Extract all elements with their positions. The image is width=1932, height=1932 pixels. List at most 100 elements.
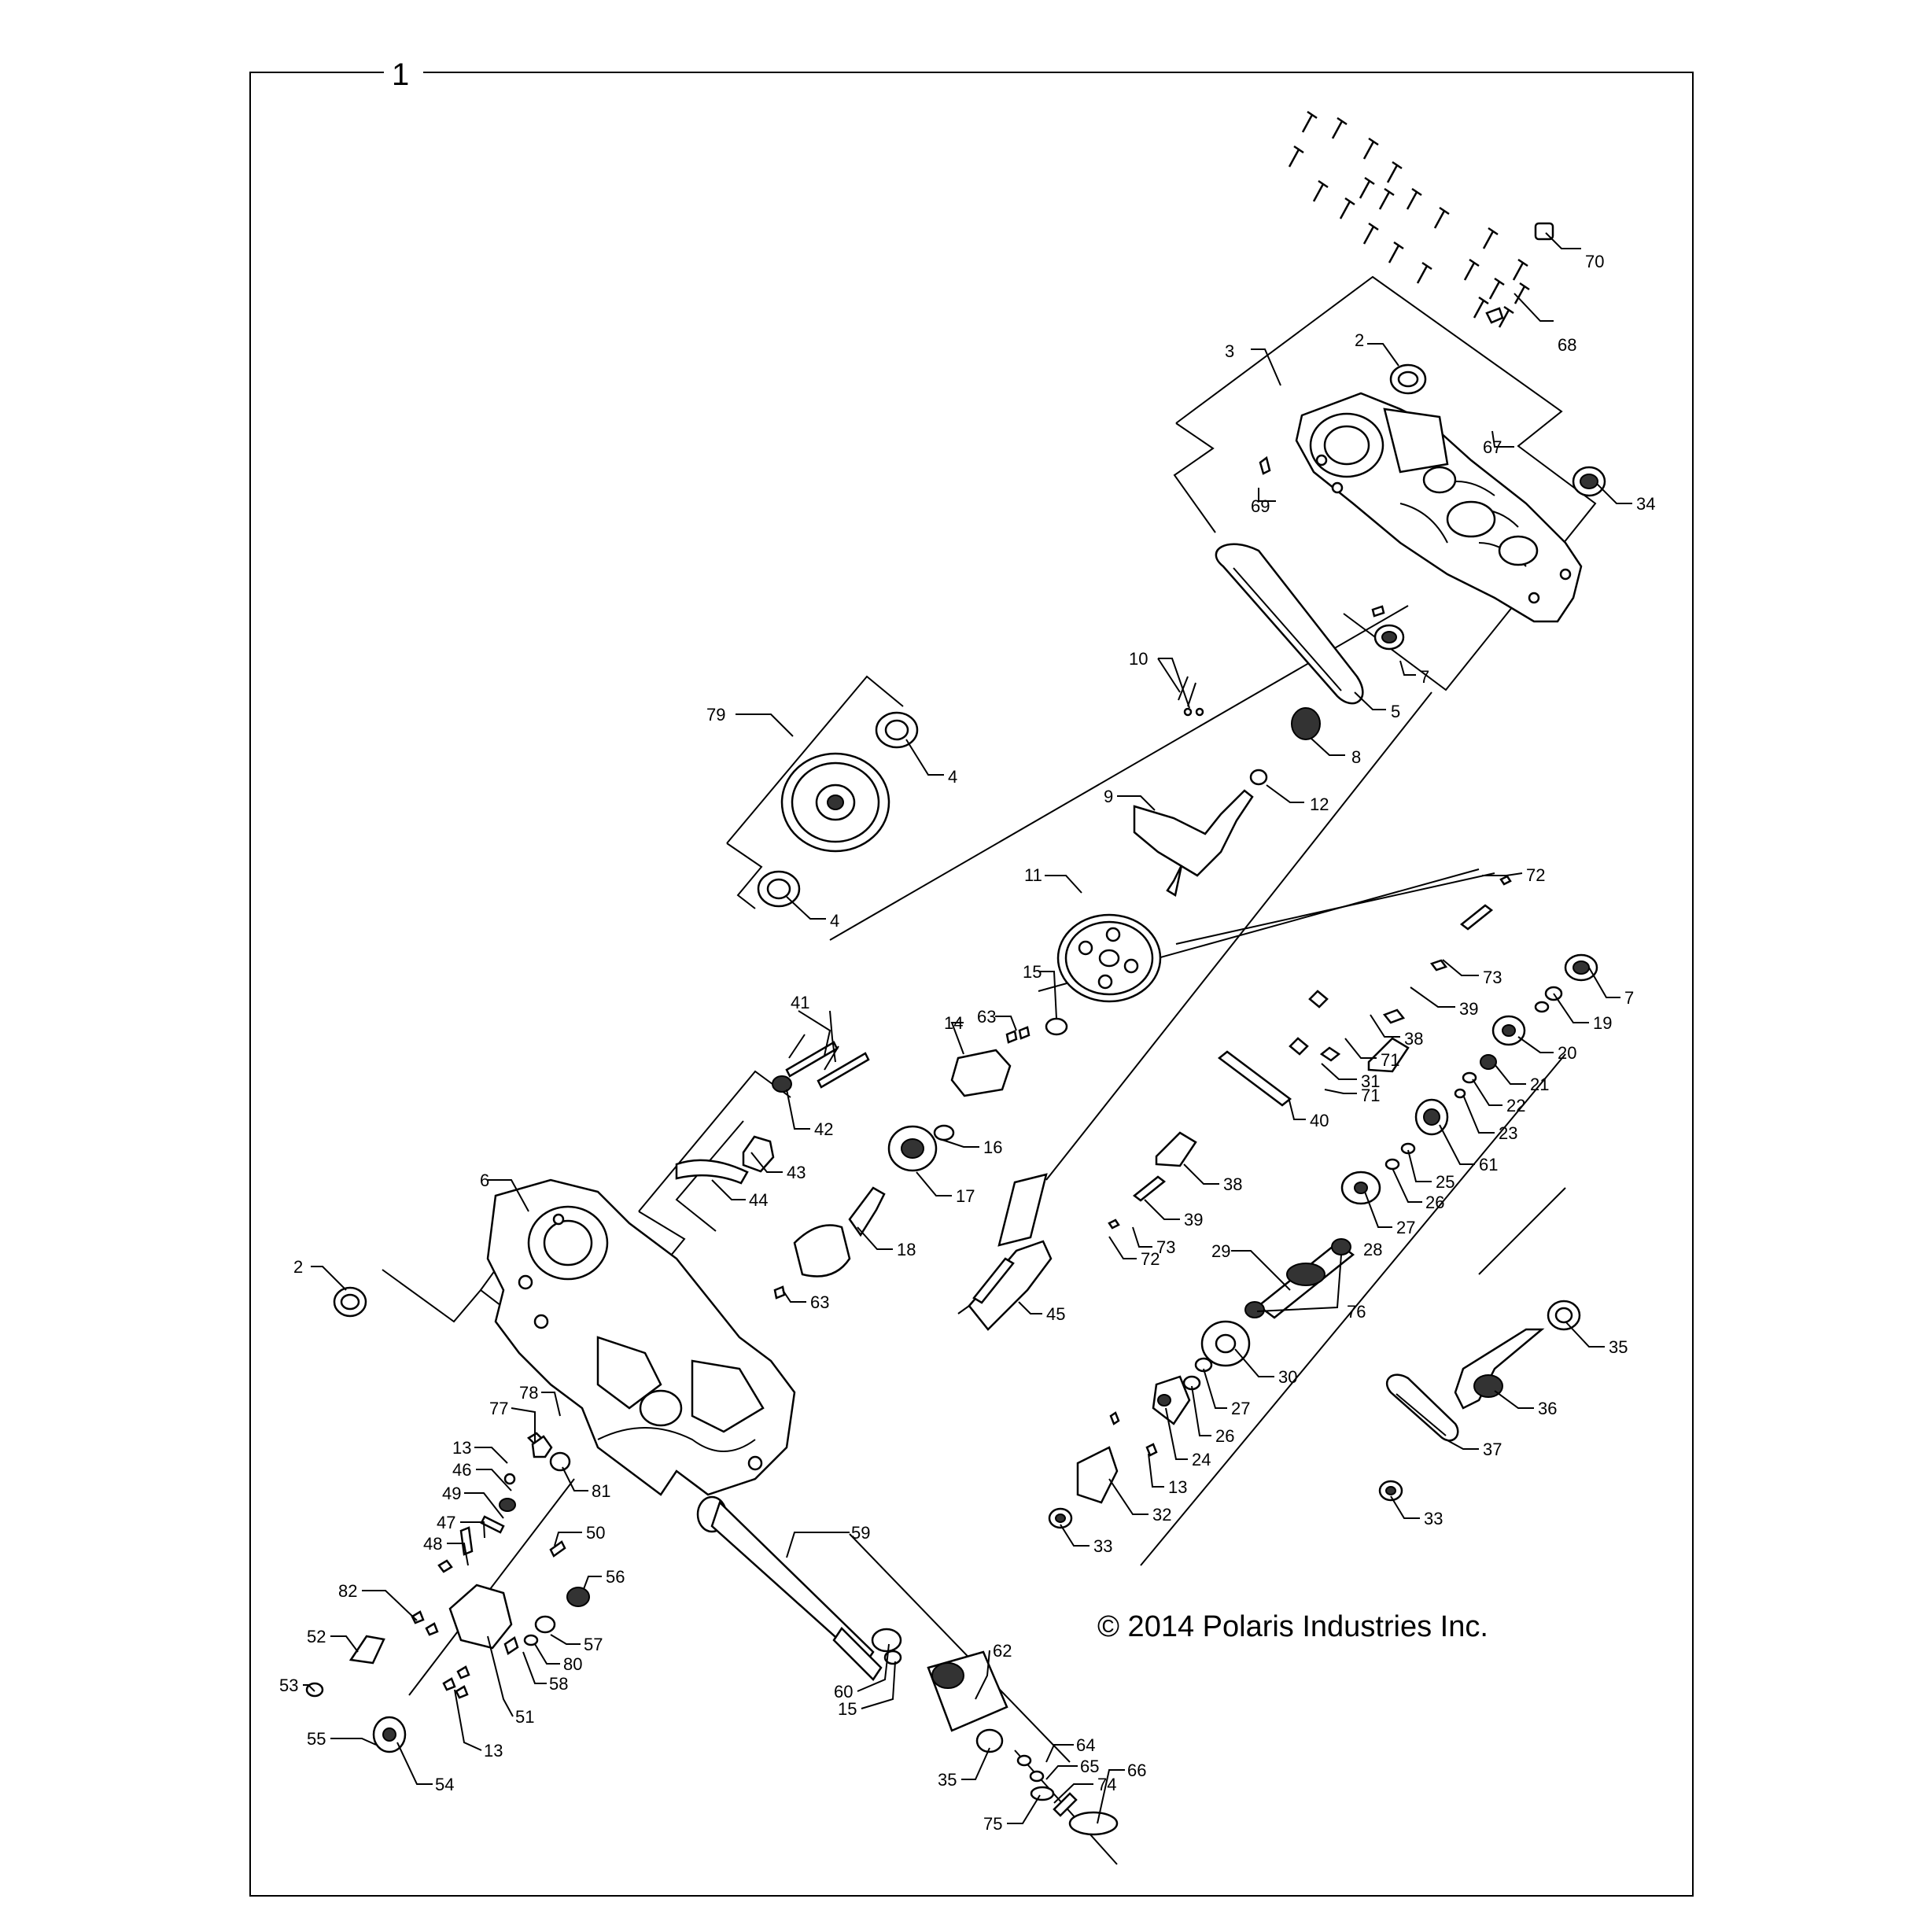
callout-55: 55 xyxy=(307,1729,326,1749)
callout-9: 9 xyxy=(1104,787,1113,806)
callout-18: 18 xyxy=(897,1240,916,1259)
callout-4b: 4 xyxy=(830,911,839,931)
callout-32: 32 xyxy=(1152,1505,1171,1525)
callout-42: 42 xyxy=(814,1119,833,1139)
center-small-parts xyxy=(773,1017,1068,1331)
callout-52: 52 xyxy=(307,1627,326,1646)
callout-13b: 13 xyxy=(1168,1477,1187,1497)
page-number: 1 xyxy=(392,57,409,92)
callout-29: 29 xyxy=(1211,1241,1230,1261)
callout-2: 2 xyxy=(1355,330,1364,350)
copyright-text: © 2014 Polaris Industries Inc. xyxy=(1097,1610,1488,1643)
callout-64: 64 xyxy=(1076,1735,1095,1755)
shift-rails xyxy=(1108,875,1512,1230)
callout-2b: 2 xyxy=(293,1257,303,1277)
transmission-case xyxy=(486,1178,796,1496)
upper-shaft-parts xyxy=(1133,676,1321,897)
secondary-shaft xyxy=(1378,1300,1581,1502)
callout-22: 22 xyxy=(1506,1096,1525,1115)
callout-15b: 15 xyxy=(838,1699,857,1719)
callout-67: 67 xyxy=(1483,437,1502,457)
page-frame xyxy=(249,72,1694,1897)
leader-lines xyxy=(303,232,1632,1824)
callout-71a: 71 xyxy=(1381,1050,1399,1070)
callout-77: 77 xyxy=(489,1399,508,1418)
cover-seals xyxy=(1259,307,1606,618)
drive-belt xyxy=(1215,543,1405,705)
callout-39b: 39 xyxy=(1184,1210,1203,1230)
callout-44: 44 xyxy=(749,1190,768,1210)
callout-41: 41 xyxy=(791,993,809,1012)
callout-24: 24 xyxy=(1192,1450,1211,1469)
callout-66: 66 xyxy=(1127,1761,1146,1780)
left-seal xyxy=(333,1286,367,1318)
callout-14: 14 xyxy=(944,1013,963,1033)
callout-34: 34 xyxy=(1636,494,1655,514)
callout-labels: 70 68 3 2 67 69 34 7 5 10 8 12 9 79 4 4 … xyxy=(279,252,1655,1834)
callout-79: 79 xyxy=(706,705,725,724)
callout-33b: 33 xyxy=(1424,1509,1443,1528)
callout-38a: 38 xyxy=(1404,1029,1423,1049)
callout-38b: 38 xyxy=(1223,1174,1242,1194)
callout-23: 23 xyxy=(1499,1123,1517,1143)
callout-26a: 26 xyxy=(1425,1193,1444,1212)
cover-bolts xyxy=(1288,110,1554,328)
callout-45: 45 xyxy=(1046,1304,1065,1324)
callout-13a: 13 xyxy=(452,1438,471,1458)
gear-79-assembly xyxy=(757,711,919,908)
callout-30: 30 xyxy=(1278,1367,1297,1387)
countershaft-gears xyxy=(1340,953,1598,1205)
callout-5: 5 xyxy=(1391,702,1400,721)
callout-72b: 72 xyxy=(1141,1249,1160,1269)
callout-7: 7 xyxy=(1420,667,1429,687)
callout-65: 65 xyxy=(1080,1757,1099,1776)
callout-81: 81 xyxy=(592,1481,610,1501)
callout-78: 78 xyxy=(519,1383,538,1403)
callout-40: 40 xyxy=(1310,1111,1329,1130)
callout-46: 46 xyxy=(452,1460,471,1480)
callout-54: 54 xyxy=(435,1775,454,1794)
callout-13c: 13 xyxy=(484,1741,503,1761)
callout-62: 62 xyxy=(993,1641,1012,1661)
callout-59: 59 xyxy=(851,1523,870,1543)
callout-48: 48 xyxy=(423,1534,442,1554)
callout-3: 3 xyxy=(1225,341,1234,361)
output-shaft xyxy=(696,1495,1119,1836)
callout-57: 57 xyxy=(584,1635,603,1654)
callout-73a: 73 xyxy=(1483,968,1502,987)
callout-74: 74 xyxy=(1097,1775,1116,1794)
callout-82: 82 xyxy=(338,1581,357,1601)
callout-20: 20 xyxy=(1558,1043,1576,1063)
callout-12: 12 xyxy=(1310,795,1329,814)
callout-26b: 26 xyxy=(1215,1426,1234,1446)
shift-drum xyxy=(972,1173,1048,1304)
page-number-bg xyxy=(384,55,423,91)
callout-35a: 35 xyxy=(1609,1337,1628,1357)
callout-51: 51 xyxy=(515,1707,534,1727)
callout-8: 8 xyxy=(1351,747,1361,767)
callout-16: 16 xyxy=(983,1137,1002,1157)
callout-70: 70 xyxy=(1585,252,1604,271)
callout-27b: 27 xyxy=(1231,1399,1250,1418)
callout-21: 21 xyxy=(1530,1075,1549,1094)
callout-15a: 15 xyxy=(1023,962,1042,982)
callout-75: 75 xyxy=(983,1814,1002,1834)
callout-50: 50 xyxy=(586,1523,605,1543)
callout-25: 25 xyxy=(1436,1172,1455,1192)
transmission-cover xyxy=(1295,392,1583,623)
gear-11 xyxy=(1056,913,1162,1003)
callout-39a: 39 xyxy=(1459,999,1478,1019)
mainshaft xyxy=(1244,1238,1355,1319)
callout-10: 10 xyxy=(1129,649,1148,669)
callout-37: 37 xyxy=(1483,1440,1502,1459)
callout-53: 53 xyxy=(279,1676,298,1695)
callout-56: 56 xyxy=(606,1567,625,1587)
callout-7b: 7 xyxy=(1624,988,1634,1008)
callout-11: 11 xyxy=(1024,865,1042,885)
callout-72a: 72 xyxy=(1526,865,1545,885)
callout-58: 58 xyxy=(549,1674,568,1694)
lower-right-gears xyxy=(1048,1320,1251,1529)
callout-33a: 33 xyxy=(1093,1536,1112,1556)
oil-pump-parts xyxy=(305,1432,590,1753)
